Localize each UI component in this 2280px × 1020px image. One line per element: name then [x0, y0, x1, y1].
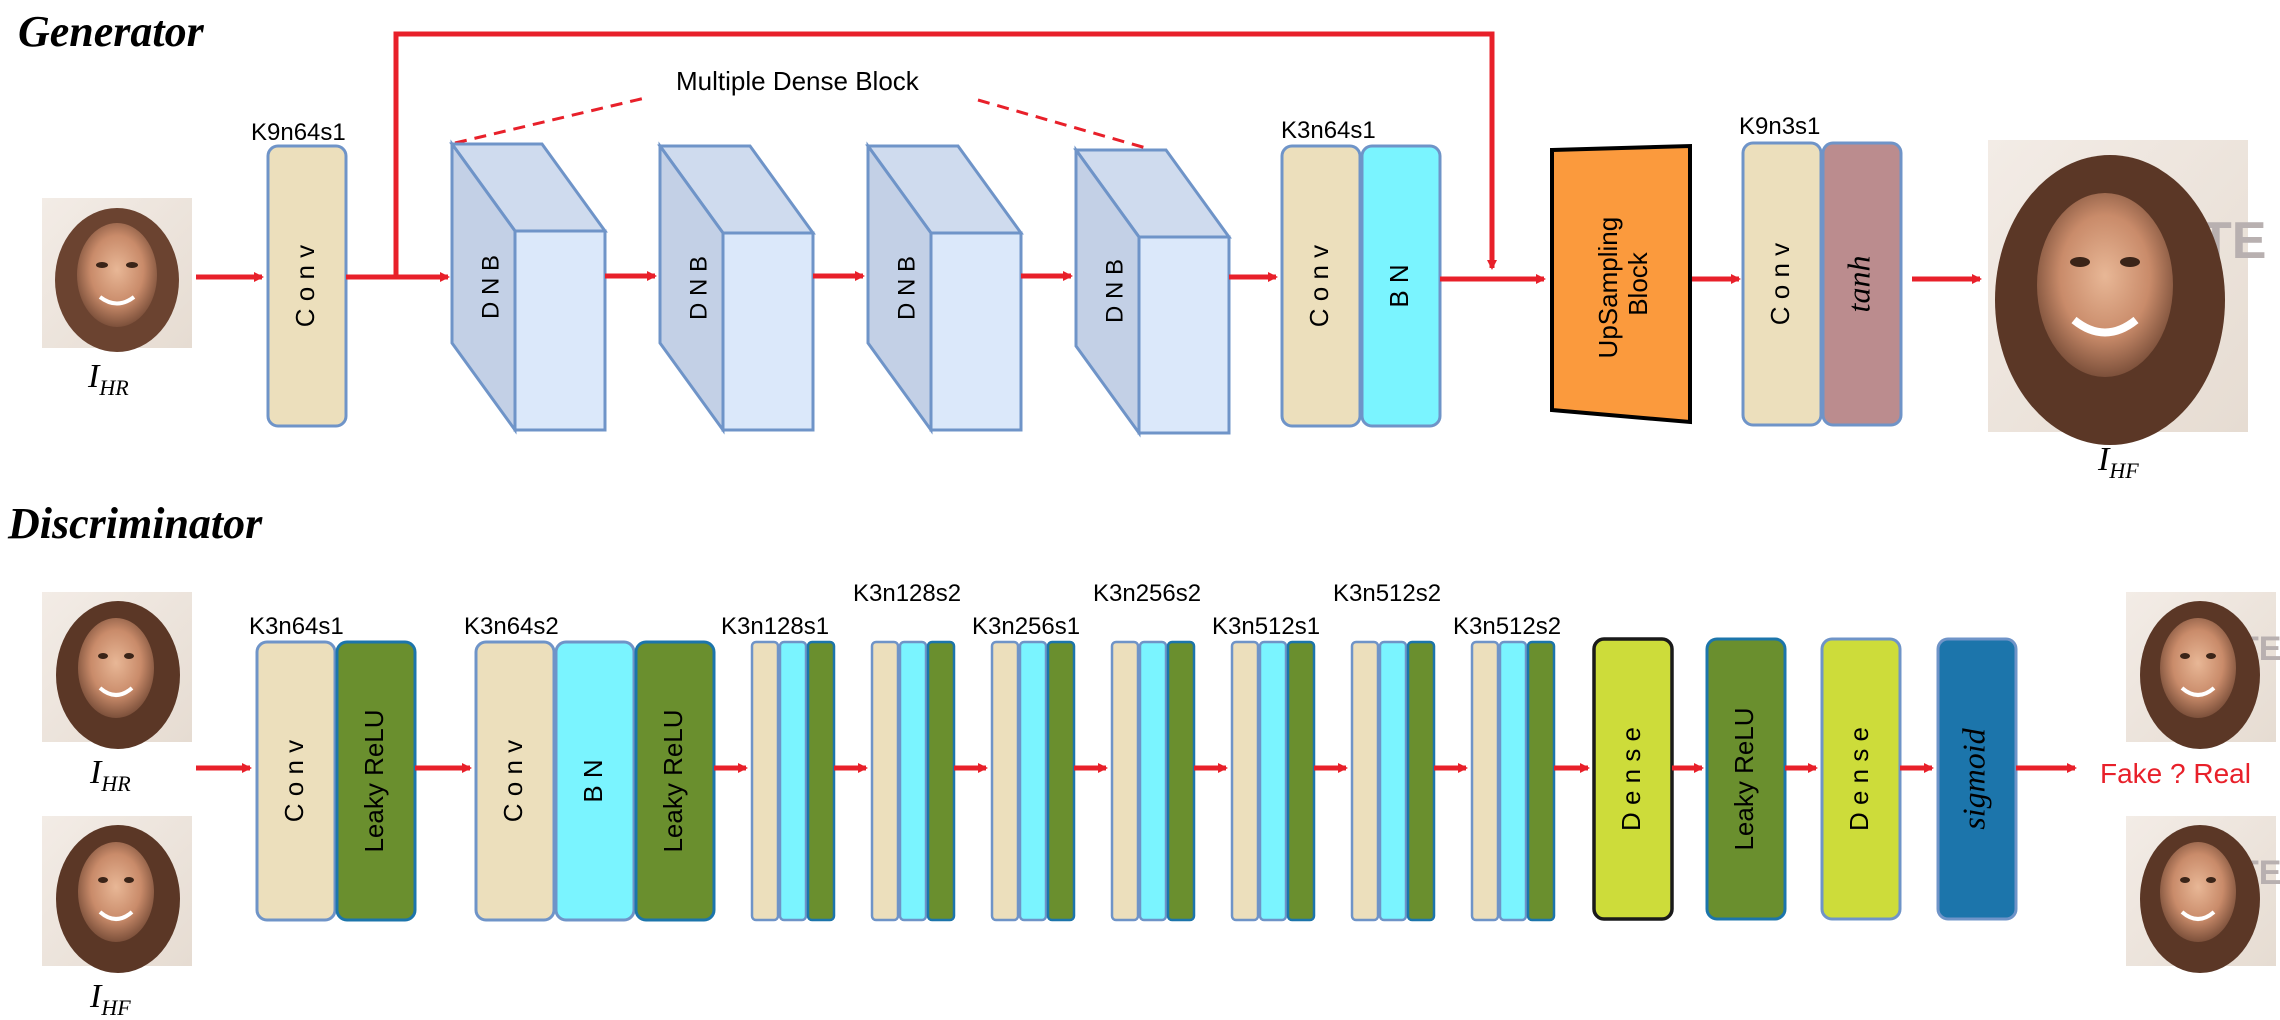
generator-output-image: TE — [1988, 140, 2266, 445]
dense-block — [1820, 637, 1902, 921]
upsampling-block — [1550, 143, 1692, 425]
dense-label: D e n s e — [1844, 727, 1874, 831]
block1-param: K3n64s1 — [249, 613, 344, 640]
discriminator-input-hf-label: IHF — [89, 978, 131, 1020]
annotation-dash-left — [454, 96, 646, 145]
conv-block-label: C o n v — [290, 245, 320, 327]
small-block — [1470, 640, 1556, 922]
small-block-param: K3n256s2 — [1093, 580, 1201, 607]
dnb-label: D N B — [893, 256, 920, 320]
leaky-relu-label: Leaky ReLU — [1729, 707, 1759, 850]
bn-block — [1360, 144, 1442, 428]
conv-block — [255, 640, 337, 922]
leaky-relu-block — [634, 640, 716, 922]
bn-block-label: B N — [578, 759, 608, 802]
leaky-relu-label: Leaky ReLU — [658, 709, 688, 852]
small-block — [1350, 640, 1436, 922]
dnb-block: D N B — [449, 139, 608, 435]
small-block — [870, 640, 956, 922]
annotation-dash-right — [977, 98, 1147, 150]
multiple-dense-block-annotation: Multiple Dense Block — [676, 66, 920, 96]
small-block-param: K3n512s2 — [1333, 580, 1441, 607]
block2-param: K3n64s2 — [464, 613, 559, 640]
leaky-relu-block — [1705, 637, 1787, 921]
conv-first-param: K9n64s1 — [251, 119, 346, 146]
discriminator-input-hr-label: IHR — [89, 754, 131, 796]
small-block-param: K3n256s1 — [972, 613, 1080, 640]
sigmoid-block — [1936, 637, 2018, 921]
conv-block — [474, 640, 556, 922]
conv-block-label: C o n v — [1765, 243, 1795, 325]
bn-block-label: B N — [1384, 264, 1414, 307]
discriminator-title: Discriminator — [7, 499, 263, 548]
dnb-block: D N B — [865, 141, 1024, 435]
dense-block — [1592, 637, 1674, 921]
conv-tanh-param: K9n3s1 — [1739, 113, 1820, 140]
leaky-relu-label: Leaky ReLU — [359, 709, 389, 852]
discriminator-input-hf-image — [42, 816, 192, 973]
discriminator-input-hr-image — [42, 592, 192, 749]
small-block — [1110, 640, 1196, 922]
dnb-label: D N B — [1101, 259, 1128, 323]
discriminator-output-image-bottom: TE — [2126, 816, 2280, 973]
small-block-param: K3n128s2 — [853, 580, 961, 607]
dnb-block: D N B — [1073, 145, 1232, 438]
conv-block — [266, 144, 348, 428]
tanh-block — [1821, 141, 1903, 427]
dnb-block: D N B — [657, 141, 816, 435]
generator-input-image — [42, 198, 192, 352]
leaky-relu-block — [335, 640, 417, 922]
bn-block — [554, 640, 636, 922]
conv-bn-param: K3n64s1 — [1281, 117, 1376, 144]
small-block-param: K3n512s1 — [1212, 613, 1320, 640]
dense-label: D e n s e — [1616, 727, 1646, 831]
discriminator-output-image-top: TE — [2126, 592, 2280, 749]
small-block — [990, 640, 1076, 922]
dnb-label: D N B — [477, 255, 504, 319]
generator-input-label: IHR — [87, 358, 129, 400]
conv-block-label: C o n v — [279, 740, 309, 822]
generator-output-label: IHF — [2097, 441, 2139, 483]
output-text: Fake ? Real — [2100, 758, 2251, 789]
small-block-param: K3n128s1 — [721, 613, 829, 640]
conv-block-label: C o n v — [1304, 245, 1334, 327]
tanh-label: tanh — [1840, 256, 1876, 313]
sigmoid-label: sigmoid — [1955, 727, 1991, 829]
generator-title: Generator — [18, 7, 205, 56]
conv-block — [1741, 141, 1823, 427]
small-block — [750, 640, 836, 922]
conv-block-label: C o n v — [498, 740, 528, 822]
conv-block — [1280, 144, 1362, 428]
skip-connection — [393, 31, 1497, 277]
small-block-param: K3n512s2 — [1453, 613, 1561, 640]
upsampling-label: UpSampling Block — [1593, 210, 1653, 359]
small-block — [1230, 640, 1316, 922]
dnb-label: D N B — [685, 256, 712, 320]
